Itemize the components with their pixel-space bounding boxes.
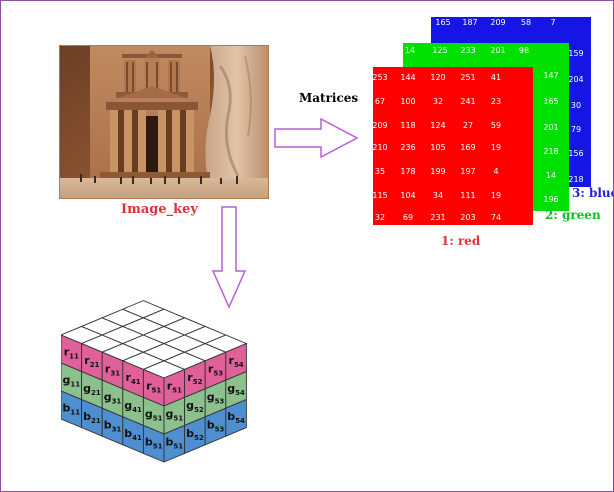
matrix-cell: 98 [518,46,530,55]
matrix-cell: 14 [545,171,557,180]
matrix-cell: 233 [460,46,476,55]
matrix-cell: 79 [570,125,582,134]
matrix-cell: 30 [570,101,582,110]
matrix-cell: 120 [430,73,446,82]
matrix-cell: 74 [490,213,502,222]
matrix-cell: 35 [374,167,386,176]
matrix-cell: 218 [543,147,559,156]
matrix-cell: 124 [430,121,446,130]
matrix-cell: 196 [543,195,559,204]
red-channel-label: 1: red [441,234,481,248]
matrix-cell: 159 [568,49,584,58]
matrix-cell: 19 [490,191,502,200]
matrix-cell: 111 [460,191,476,200]
matrix-cell: 41 [490,73,502,82]
matrix-cell: 169 [460,143,476,152]
matrix-cell: 14 [404,46,416,55]
matrix-cell: 105 [430,143,446,152]
matrix-cell: 165 [435,18,451,27]
matrix-cell: 125 [432,46,448,55]
matrix-cell: 23 [490,97,502,106]
matrix-cell: 236 [400,143,416,152]
matrix-cell: 156 [568,149,584,158]
matrix-cell: 34 [432,191,444,200]
matrix-cell: 201 [543,123,559,132]
matrix-cell: 165 [543,97,559,106]
matrix-cell: 199 [430,167,446,176]
red-channel-matrix: 253 144 120 251 41 67 100 32 241 23 209 … [372,67,533,225]
matrix-cell: 197 [460,167,476,176]
matrix-cell: 59 [490,121,502,130]
matrix-cell: 187 [462,18,478,27]
right-arrow-icon [274,117,359,159]
matrix-cell: 32 [374,213,386,222]
matrix-cell: 69 [402,213,414,222]
matrix-cell: 218 [568,175,584,184]
matrix-cell: 144 [400,73,416,82]
matrix-cell: 19 [490,143,502,152]
matrix-cell: 27 [462,121,474,130]
matrix-cell: 118 [400,121,416,130]
image-key-label: Image_key [121,202,198,217]
matrix-cell: 209 [372,121,388,130]
blue-channel-label: 3: blue [572,186,614,200]
image-key-photo [59,45,269,199]
matrix-cell: 58 [520,18,532,27]
matrix-cell: 204 [568,75,584,84]
matrix-cell: 231 [430,213,446,222]
matrix-cell: 253 [372,73,388,82]
matrix-cell: 147 [543,71,559,80]
blue-component-cell [225,398,247,437]
matrix-cell: 178 [400,167,416,176]
matrix-cell: 67 [374,97,386,106]
matrix-cell: 210 [372,143,388,152]
matrix-cell: 4 [493,167,499,176]
matrix-cell: 209 [490,18,506,27]
matrix-cell: 203 [460,213,476,222]
matrix-cell: 201 [490,46,506,55]
matrix-cell: 7 [550,18,556,27]
matrix-cell: 115 [372,191,388,200]
green-channel-label: 2: green [545,208,601,222]
matrix-cell: 251 [460,73,476,82]
matrix-cell: 100 [400,97,416,106]
matrix-cell: 32 [432,97,444,106]
matrices-label: Matrices [299,91,359,105]
matrix-cell: 104 [400,191,416,200]
down-arrow-icon [211,206,247,309]
matrix-cell: 241 [460,97,476,106]
